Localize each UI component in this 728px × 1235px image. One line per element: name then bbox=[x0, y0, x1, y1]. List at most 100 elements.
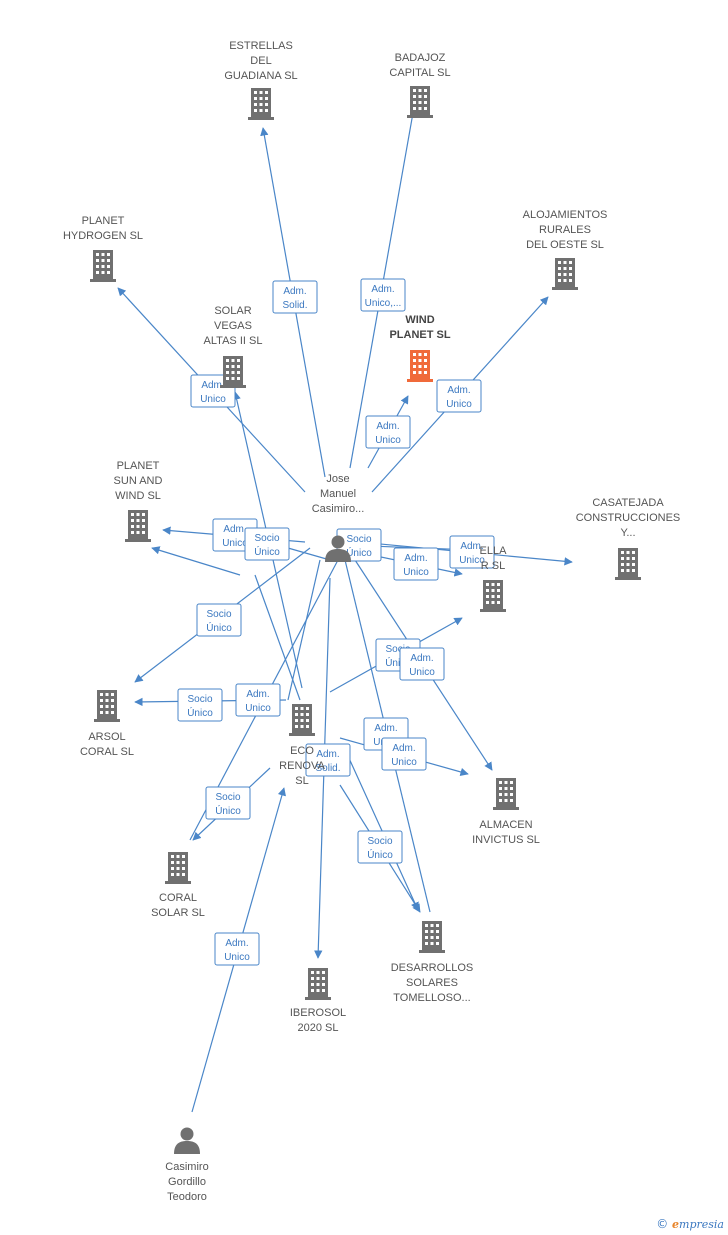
edge-label-box bbox=[399, 647, 445, 681]
edge-label-text: Socio bbox=[206, 609, 231, 620]
node-label: DEL bbox=[250, 55, 271, 67]
building-icon bbox=[407, 350, 433, 382]
edge-label-text: Unico bbox=[459, 555, 485, 566]
edge-label-text: Socio bbox=[385, 644, 410, 655]
node-label: SOLARES bbox=[406, 977, 458, 989]
edge-label-text: Unico bbox=[224, 952, 250, 963]
edge-label[interactable]: Adm. Unico bbox=[235, 683, 281, 717]
edge-label-text: Único bbox=[254, 545, 280, 558]
node-label: SOLAR SL bbox=[151, 907, 205, 919]
edge-label[interactable]: Adm.Solid. bbox=[272, 280, 318, 314]
node-label: PLANET bbox=[117, 460, 160, 472]
edge-label[interactable]: Adm.Unico bbox=[381, 737, 427, 771]
edge-label-text: Adm. bbox=[447, 385, 470, 396]
edge-label-box bbox=[449, 535, 495, 569]
node-label: R SL bbox=[481, 560, 505, 572]
edge-label[interactable]: Adm.Unico bbox=[393, 547, 439, 581]
node-label: Casimiro bbox=[165, 1161, 208, 1173]
edge-label-box bbox=[177, 688, 223, 722]
node-label: SUN AND bbox=[114, 475, 163, 487]
node-label: SL bbox=[295, 775, 308, 787]
building-icon bbox=[165, 852, 191, 884]
node-label: ALMACEN bbox=[479, 819, 532, 831]
building-icon bbox=[90, 250, 116, 282]
edge-label-text: Único bbox=[215, 804, 241, 817]
edge-label[interactable]: Adm.Unico bbox=[214, 932, 260, 966]
edge-label[interactable]: Adm.Solid. bbox=[305, 743, 351, 777]
node-label: IBEROSOL bbox=[290, 1007, 346, 1019]
node-label: CASATEJADA bbox=[592, 497, 664, 509]
node-label: CORAL bbox=[159, 892, 197, 904]
edge-label-box bbox=[381, 737, 427, 771]
edge-label-box bbox=[393, 547, 439, 581]
edge-label-box bbox=[360, 278, 406, 312]
edge-label-box bbox=[436, 379, 482, 413]
node-label: PLANET SL bbox=[389, 329, 450, 341]
connector-line bbox=[254, 574, 301, 701]
building-icon bbox=[289, 704, 315, 736]
node-label: ALOJAMIENTOS bbox=[523, 209, 608, 221]
edge-label-text: Adm. bbox=[201, 380, 224, 391]
node-jose[interactable]: JoseManuelCasimiro... bbox=[312, 473, 365, 562]
building-icon bbox=[94, 690, 120, 722]
empresia-logo[interactable]: empresia bbox=[672, 1218, 724, 1231]
edge-label-text: Adm. bbox=[374, 723, 397, 734]
building-icon bbox=[220, 356, 246, 388]
edge-label-text: Adm. bbox=[223, 524, 246, 535]
node-casatejada[interactable]: CASATEJADACONSTRUCCIONESY... bbox=[576, 497, 681, 580]
node-desarrollos[interactable]: DESARROLLOSSOLARESTOMELLOSO... bbox=[391, 921, 474, 1004]
edge-label[interactable]: Adm.Unico bbox=[365, 415, 411, 449]
building-icon bbox=[493, 778, 519, 810]
edge-label-box bbox=[214, 932, 260, 966]
edge-label-text: Unico bbox=[200, 394, 226, 405]
edge-label[interactable]: Adm.Unico bbox=[399, 647, 445, 681]
edge-label-text: Adm. bbox=[371, 284, 394, 295]
edge-label-text: Solid. bbox=[282, 300, 307, 311]
edge-label-text: Adm. bbox=[392, 743, 415, 754]
edge-label-text: Adm. bbox=[246, 689, 269, 700]
node-label: ECO bbox=[290, 745, 314, 757]
building-icon bbox=[419, 921, 445, 953]
building-icon bbox=[552, 258, 578, 290]
edges-layer bbox=[117, 95, 573, 1113]
edge-labels-layer: Adm.Solid.Adm.Unico,...Adm.UnicoAdm.Unic… bbox=[177, 278, 495, 966]
edge-label-text: Adm. bbox=[460, 541, 483, 552]
edge-label[interactable]: Adm.Unico,... bbox=[360, 278, 406, 312]
building-icon bbox=[125, 510, 151, 542]
edge-label-text: Socio bbox=[346, 534, 371, 545]
edge-label-text: Solid. bbox=[315, 763, 340, 774]
copyright-symbol: © bbox=[656, 1217, 669, 1231]
edge-label-box bbox=[305, 743, 351, 777]
node-label: DEL OESTE SL bbox=[526, 239, 604, 251]
edge-label[interactable]: Adm. Unico bbox=[449, 535, 495, 569]
node-label: RENOVA bbox=[279, 760, 325, 772]
edge-label[interactable]: Adm.Unico bbox=[436, 379, 482, 413]
edge-label-text: Unico bbox=[245, 703, 271, 714]
node-coral-solar[interactable]: CORAL SOLAR SL bbox=[151, 852, 205, 919]
edge-label-text: Adm. bbox=[376, 421, 399, 432]
node-label: Gordillo bbox=[168, 1176, 206, 1188]
building-icon bbox=[248, 88, 274, 120]
node-label: TOMELLOSO... bbox=[393, 992, 470, 1004]
node-eco[interactable]: ECO RENOVA SL bbox=[279, 704, 325, 787]
node-label: SOLAR bbox=[214, 305, 251, 317]
node-label: Y... bbox=[620, 527, 635, 539]
